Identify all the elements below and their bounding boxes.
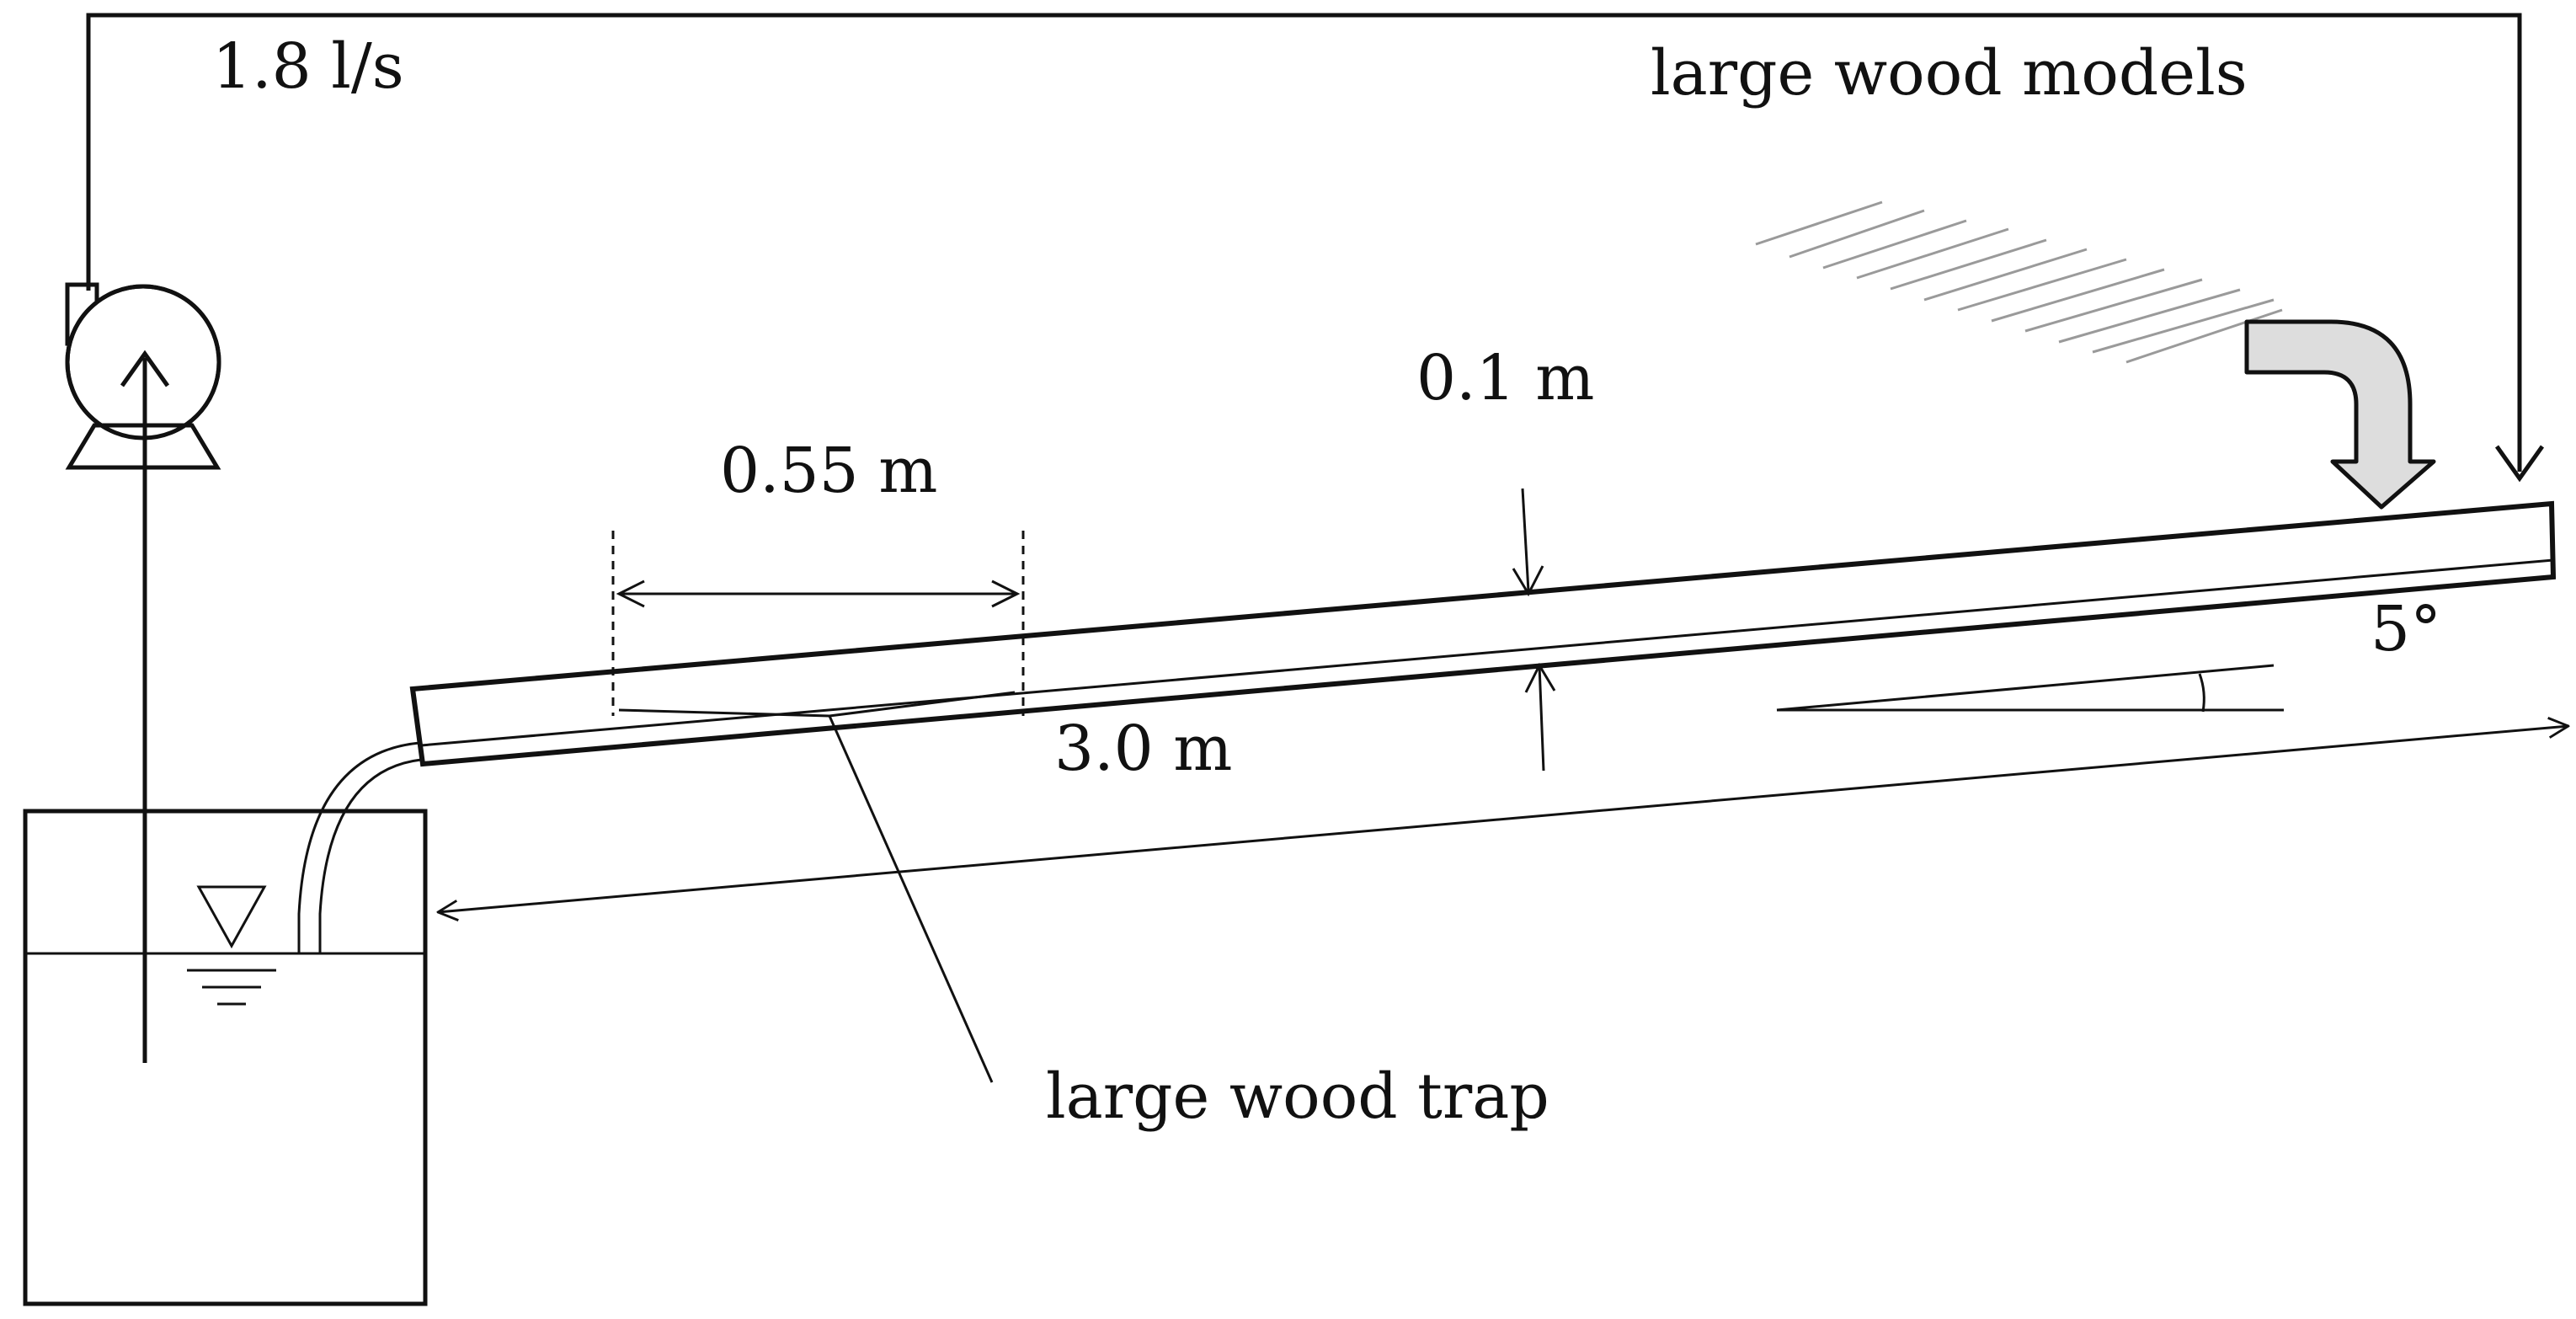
slope-angle-indicator — [1776, 664, 2284, 713]
trap-length-label: 0.55 m — [720, 435, 938, 507]
outlet-pipe — [297, 741, 422, 953]
wood-trap-label: large wood trap — [1046, 1060, 1549, 1133]
trap-length-dimension — [611, 531, 1025, 716]
wood-models-label: large wood models — [1651, 37, 2248, 109]
channel-length-label: 3.0 m — [1054, 713, 1233, 785]
wood-trap — [618, 691, 1016, 1083]
slope-label: 5° — [2371, 593, 2442, 665]
flow-rate-label: 1.8 l/s — [212, 30, 404, 103]
channel-length-arrow — [438, 726, 2568, 912]
suction-line — [120, 350, 170, 1063]
wood-feed-arrow — [2244, 319, 2436, 510]
flume-channel — [409, 500, 2557, 767]
water-tank — [23, 809, 428, 1306]
wood-models-icon — [1755, 200, 2283, 364]
channel-width-label: 0.1 m — [1416, 342, 1595, 414]
return-pipe — [86, 13, 2545, 483]
water-level-icon — [187, 885, 276, 1006]
